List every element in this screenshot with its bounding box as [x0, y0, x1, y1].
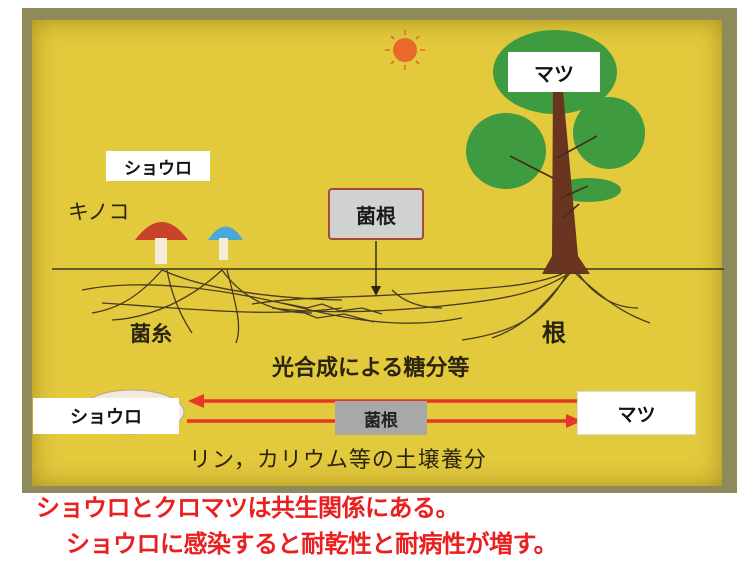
mushroom-blue-icon — [208, 226, 243, 260]
caption-line-1: ショウロとクロマツは共生関係にある。 — [36, 494, 460, 522]
kinkon-label: 菌根 — [328, 188, 424, 240]
kinkon-pointer-head — [371, 286, 381, 296]
kinkon-bottom-label: 菌根 — [335, 401, 427, 435]
sun-icon — [385, 30, 425, 70]
pine-tree-icon — [466, 30, 645, 274]
matsu-top-label: マツ — [508, 52, 600, 92]
rin-label: リン，カリウム等の土壌養分 — [189, 448, 487, 473]
caption-line-2: ショウロに感染すると耐乾性と耐病性が増す。 — [66, 530, 558, 558]
ne-label: 根 — [542, 319, 566, 347]
shouro-top-label: ショウロ — [106, 151, 210, 181]
matsu-bottom-label: マツ — [577, 391, 696, 435]
mushroom-red-icon — [135, 222, 188, 264]
kinoko-label: キノコ — [68, 200, 130, 224]
shouro-bottom-label: ショウロ — [33, 398, 179, 434]
kougousei-label: 光合成による糖分等 — [272, 356, 470, 381]
hyphae-network — [81, 269, 651, 344]
photo-frame: ショウロ マツ キノコ 菌根 菌糸 根 光合成による糖分等 菌根 リン，カリウム… — [22, 8, 737, 493]
kinshi-label: 菌糸 — [130, 322, 172, 346]
